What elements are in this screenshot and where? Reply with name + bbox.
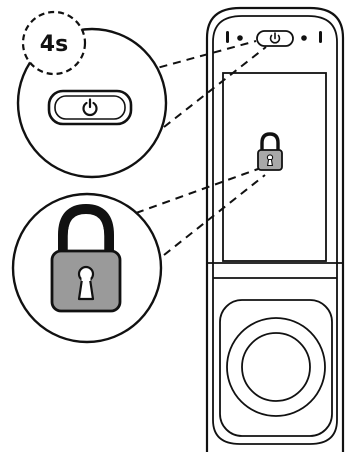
padlock-shackle-inner bbox=[67, 214, 105, 252]
screen-lock-icon bbox=[257, 132, 283, 171]
leader-power-bottom bbox=[163, 46, 267, 128]
indicator-bar-left bbox=[226, 31, 229, 43]
lock-callout bbox=[11, 192, 163, 344]
keyhole-icon bbox=[77, 265, 95, 301]
hold-duration-label: 4s bbox=[40, 32, 68, 57]
leader-lock-bottom bbox=[163, 174, 266, 256]
padlock-icon bbox=[50, 203, 122, 313]
sensor-ring-outer bbox=[226, 317, 326, 417]
leader-power-top bbox=[145, 40, 257, 72]
power-button-callout: 4s bbox=[16, 10, 168, 179]
device-inner-shell bbox=[212, 15, 338, 445]
device-outer-shell bbox=[205, 6, 345, 452]
padlock-shackle bbox=[58, 203, 114, 252]
indicator-dot-left bbox=[237, 35, 243, 41]
sensor-ring-inner bbox=[241, 332, 311, 402]
power-icon bbox=[82, 98, 98, 117]
device bbox=[205, 6, 345, 452]
screen-lock-shackle bbox=[260, 132, 280, 151]
device-power-button[interactable] bbox=[256, 30, 294, 47]
sensor-pad-outer bbox=[219, 299, 333, 437]
enlarged-power-button bbox=[47, 89, 133, 126]
keyhole-icon bbox=[266, 154, 274, 167]
indicator-dot-right bbox=[301, 35, 307, 41]
hold-duration-badge: 4s bbox=[21, 10, 87, 76]
leader-lines bbox=[135, 40, 267, 256]
hold-duration-badge-circle bbox=[21, 10, 87, 76]
leader-lock-top bbox=[135, 168, 259, 214]
indicator-bar-right bbox=[319, 31, 322, 43]
power-icon bbox=[269, 32, 281, 44]
